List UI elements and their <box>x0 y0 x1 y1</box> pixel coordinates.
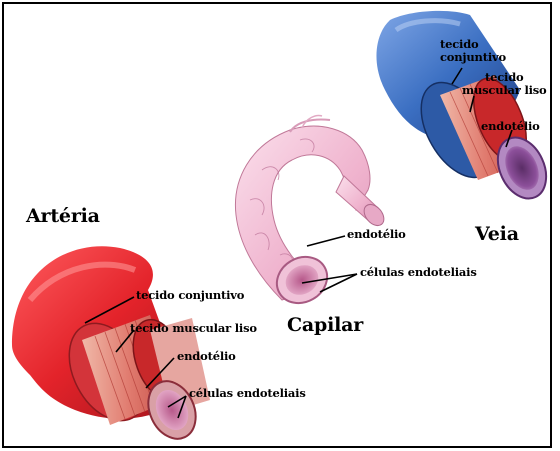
capillary-group <box>235 116 387 313</box>
title-capilar: Capilar <box>287 314 363 336</box>
leader-cap-endotelio <box>307 236 345 246</box>
label-artery-tecido-conjuntivo: tecido conjuntivo <box>136 289 244 302</box>
label-artery-celulas: células endoteliais <box>189 387 306 400</box>
label-artery-tecido-muscular: tecido muscular liso <box>130 322 257 335</box>
title-arteria: Artéria <box>26 205 100 227</box>
label-cap-endotelio: endotélio <box>347 228 406 241</box>
label-vein-endotelio: endotélio <box>481 120 540 133</box>
artery-group <box>12 246 210 446</box>
label-artery-endotelio: endotélio <box>177 350 236 363</box>
label-cap-celulas: células endoteliais <box>360 266 477 279</box>
label-vein-tecido-conjuntivo: tecido conjuntivo <box>440 38 506 64</box>
title-veia: Veia <box>475 223 519 245</box>
label-vein-tecido-muscular: tecido muscular liso <box>462 71 547 97</box>
